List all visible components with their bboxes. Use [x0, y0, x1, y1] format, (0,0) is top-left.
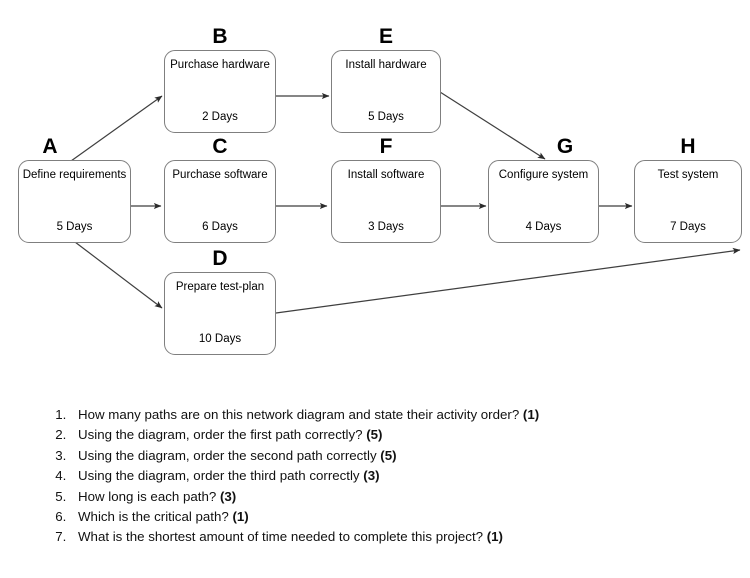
network-diagram: A Define requirements 5 Days B Purchase …	[18, 25, 742, 355]
edge-e-to-g	[439, 91, 546, 160]
question-item: Using the diagram, order the second path…	[70, 446, 742, 466]
node-a-duration: 5 Days	[56, 221, 93, 233]
question-marks: (1)	[486, 529, 503, 545]
edge-a-to-b	[70, 95, 163, 162]
question-marks: (1)	[232, 509, 249, 525]
node-e-title: Install hardware	[345, 59, 427, 71]
node-label-a: A	[42, 135, 58, 158]
node-label-c: C	[212, 135, 228, 158]
question-item: Using the diagram, order the third path …	[70, 466, 742, 486]
node-b-title: Purchase hardware	[170, 59, 270, 71]
node-b-duration: 2 Days	[202, 111, 238, 123]
node-label-h: H	[680, 135, 696, 158]
node-c-title: Purchase software	[172, 169, 268, 181]
question-item: Which is the critical path? (1)	[70, 507, 742, 527]
node-h-title: Test system	[657, 169, 719, 181]
node-e[interactable]: Install hardware 5 Days	[331, 50, 441, 133]
node-d-title: Prepare test-plan	[175, 281, 265, 293]
node-e-duration: 5 Days	[368, 111, 404, 123]
edge-a-to-d	[74, 241, 163, 309]
question-text: What is the shortest amount of time need…	[78, 529, 487, 545]
node-h[interactable]: Test system 7 Days	[634, 160, 742, 243]
question-item: How long is each path? (3)	[70, 487, 742, 507]
question-marks: (5)	[366, 427, 383, 443]
question-marks: (3)	[363, 468, 380, 484]
node-c-duration: 6 Days	[202, 221, 238, 233]
node-a-title: Define requirements	[22, 169, 127, 181]
node-g[interactable]: Configure system 4 Days	[488, 160, 599, 243]
node-f[interactable]: Install software 3 Days	[331, 160, 441, 243]
question-text: Using the diagram, order the first path …	[78, 427, 367, 443]
question-list: How many paths are on this network diagr…	[42, 405, 742, 548]
node-d[interactable]: Prepare test-plan 10 Days	[164, 272, 276, 355]
node-label-b: B	[212, 25, 228, 48]
question-item: Using the diagram, order the first path …	[70, 425, 742, 445]
question-marks: (3)	[219, 488, 237, 504]
node-h-duration: 7 Days	[670, 221, 706, 233]
node-c[interactable]: Purchase software 6 Days	[164, 160, 276, 243]
question-marks: (1)	[522, 407, 540, 422]
question-text: How long is each path?	[78, 488, 220, 504]
question-text: How many paths are on this network diagr…	[78, 407, 523, 422]
question-marks: (5)	[380, 447, 397, 463]
node-g-title: Configure system	[498, 169, 589, 181]
edge-d-to-h	[275, 247, 741, 314]
node-label-e: E	[378, 25, 393, 48]
node-f-title: Install software	[347, 169, 425, 181]
question-item: How many paths are on this network diagr…	[70, 405, 742, 425]
questions-section: How many paths are on this network diagr…	[42, 405, 742, 548]
node-a[interactable]: Define requirements 5 Days	[18, 160, 131, 243]
node-f-duration: 3 Days	[368, 221, 404, 233]
node-g-duration: 4 Days	[525, 221, 562, 233]
question-text: Which is the critical path?	[78, 509, 233, 525]
question-text: Using the diagram, order the second path…	[78, 447, 381, 463]
question-item: What is the shortest amount of time need…	[70, 527, 742, 547]
node-d-duration: 10 Days	[198, 333, 242, 345]
node-label-d: D	[212, 247, 228, 270]
node-label-f: F	[379, 135, 393, 158]
question-text: Using the diagram, order the third path …	[78, 468, 364, 484]
node-b[interactable]: Purchase hardware 2 Days	[164, 50, 276, 133]
node-label-g: G	[556, 135, 574, 158]
